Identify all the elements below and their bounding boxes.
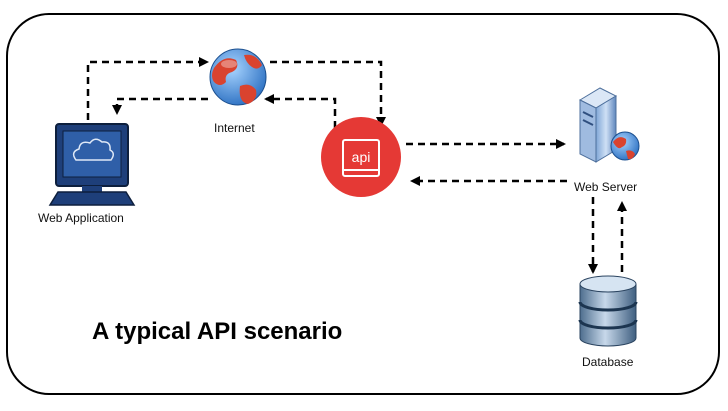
diagram-border bbox=[6, 13, 720, 395]
edge-internet-to-api bbox=[270, 60, 386, 127]
api-badge-text: api bbox=[352, 149, 371, 165]
database-cylinder-icon bbox=[578, 275, 638, 347]
edge-webapp-to-internet bbox=[86, 57, 209, 120]
node-label-database: Database bbox=[582, 355, 634, 369]
diagram-title: A typical API scenario bbox=[92, 318, 343, 345]
edges bbox=[86, 57, 627, 274]
node-label-web-application: Web Application bbox=[38, 211, 124, 225]
api-badge-icon: api bbox=[321, 117, 401, 197]
node-label-internet: Internet bbox=[214, 121, 255, 135]
monitor-cloud-icon bbox=[48, 123, 136, 206]
edge-api-to-internet bbox=[264, 94, 337, 128]
server-globe-icon bbox=[578, 87, 640, 163]
node-label-web-server: Web Server bbox=[574, 180, 638, 194]
edge-internet-to-webapp bbox=[112, 97, 208, 115]
globe-icon bbox=[209, 48, 267, 106]
